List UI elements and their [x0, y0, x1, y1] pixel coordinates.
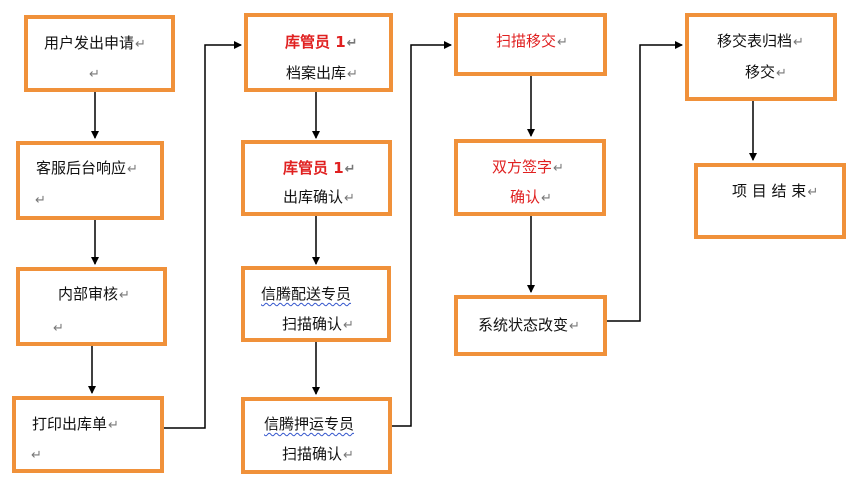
box-keeper-archive-out-line-1: 库管员 1: [285, 33, 346, 51]
return-mark: ↵: [135, 37, 146, 52]
return-mark: ↵: [553, 161, 564, 176]
box-delivery-scan-line-1: 信腾配送专员: [261, 285, 352, 303]
return-mark: ↵: [119, 288, 130, 303]
box-both-sign-line-1: 双方签字: [492, 158, 553, 176]
return-mark: ↵: [807, 185, 819, 200]
box-scan-handover-line-1: 扫描移交: [496, 32, 557, 50]
return-mark: ↵: [127, 162, 138, 177]
box-project-end: 项 目 结 束↵: [694, 163, 846, 239]
box-user-apply: 用户发出申请↵ ↵: [24, 15, 175, 92]
box-scan-handover: 扫描移交↵: [454, 13, 607, 76]
return-mark: ↵: [346, 36, 358, 51]
return-mark: ↵: [557, 35, 568, 50]
box-escort-scan: 信腾押运专员 扫描确认↵: [241, 397, 392, 474]
box-both-sign-line-2: 确认: [510, 188, 541, 206]
return-mark: ↵: [569, 319, 580, 334]
box-delivery-scan: 信腾配送专员 扫描确认↵: [241, 266, 391, 342]
box-print-slip: 打印出库单↵ ↵: [12, 396, 164, 473]
return-mark: ↵: [31, 448, 42, 463]
arrow-escort-to-scan: [392, 41, 452, 427]
box-print-slip-line-1: 打印出库单: [32, 415, 108, 433]
return-mark: ↵: [53, 321, 64, 336]
box-internal-review-line-1: 内部审核: [58, 285, 119, 303]
return-mark: ↵: [108, 418, 119, 433]
return-mark: ↵: [793, 35, 804, 50]
box-escort-scan-line-1: 信腾押运专员: [264, 415, 355, 433]
return-mark: ↵: [89, 67, 100, 82]
return-mark: ↵: [347, 67, 358, 82]
box-status-change-line-1: 系统状态改变: [478, 316, 569, 334]
box-keeper-out-confirm: 库管员 1↵ 出库确认↵: [241, 140, 392, 216]
arrow-status-to-archive: [607, 41, 683, 322]
box-user-apply-line-1: 用户发出申请: [44, 34, 135, 52]
box-internal-review: 内部审核↵ ↵: [16, 267, 167, 346]
box-service-respond: 客服后台响应↵ ↵: [16, 141, 164, 220]
return-mark: ↵: [344, 191, 355, 206]
return-mark: ↵: [344, 162, 356, 177]
box-project-end-line-1: 项 目 结 束: [732, 182, 807, 200]
box-keeper-out-confirm-line-2: 出库确认: [283, 188, 344, 206]
box-delivery-scan-line-2: 扫描确认: [282, 315, 343, 333]
box-escort-scan-line-2: 扫描确认: [282, 445, 343, 463]
box-archive-transfer-line-1: 移交表归档: [717, 32, 793, 50]
return-mark: ↵: [343, 318, 354, 333]
box-both-sign: 双方签字↵ 确认↵: [454, 139, 606, 216]
box-service-respond-line-1: 客服后台响应: [36, 159, 127, 177]
box-keeper-archive-out: 库管员 1↵ 档案出库↵: [244, 13, 393, 92]
return-mark: ↵: [776, 66, 787, 81]
box-archive-transfer-line-2: 移交: [745, 63, 776, 81]
box-archive-transfer: 移交表归档↵ 移交↵: [685, 13, 837, 101]
return-mark: ↵: [541, 191, 552, 206]
box-keeper-out-confirm-line-1: 库管员 1: [283, 159, 344, 177]
box-keeper-archive-out-line-2: 档案出库: [286, 64, 347, 82]
box-status-change: 系统状态改变↵: [454, 295, 607, 356]
arrow-print-to-keeper-out: [163, 41, 242, 429]
return-mark: ↵: [343, 448, 354, 463]
return-mark: ↵: [35, 193, 46, 208]
